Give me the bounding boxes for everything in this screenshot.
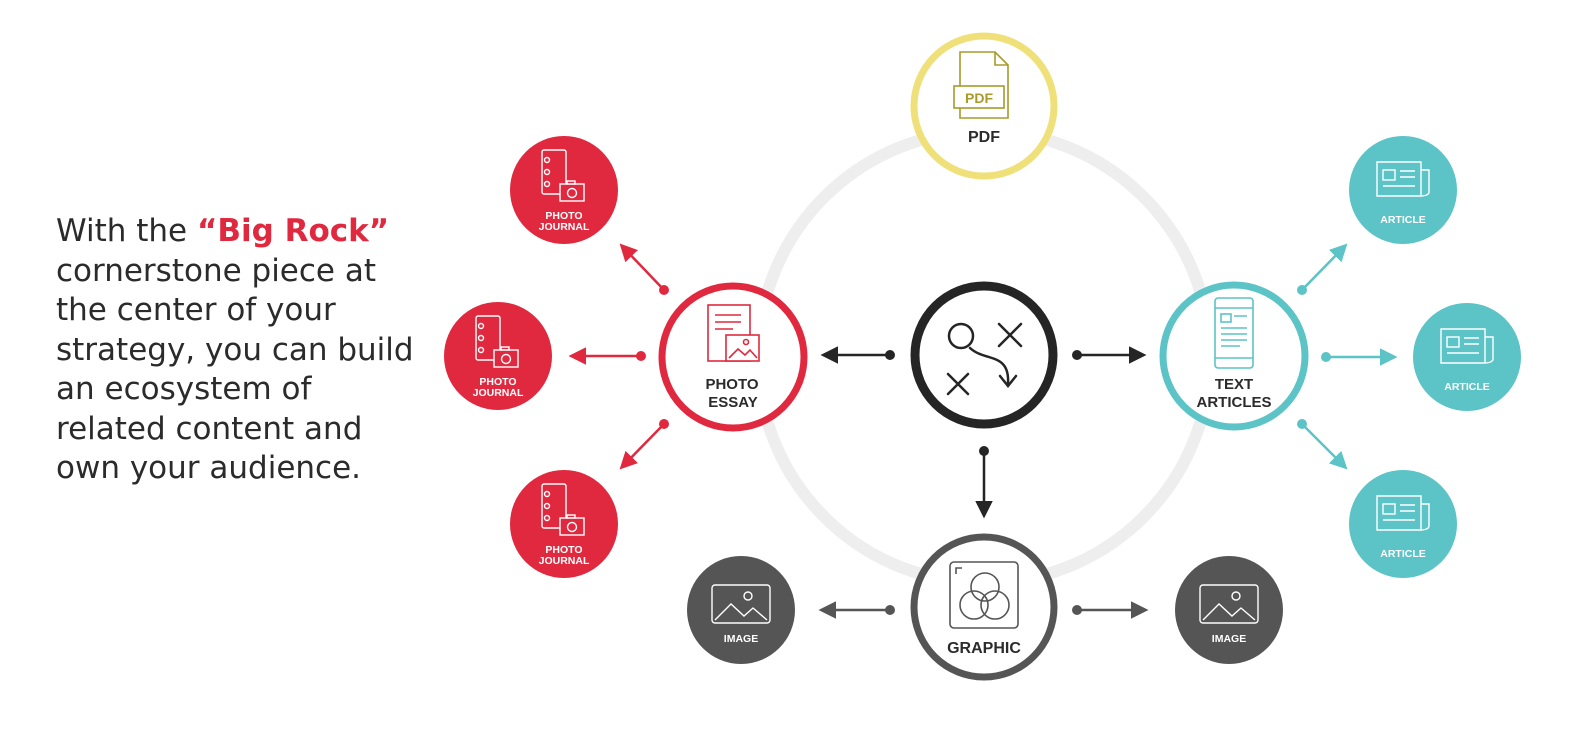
photo-journal-node: PHOTO JOURNAL — [510, 136, 618, 244]
intro-text-before: With the — [56, 213, 197, 249]
photo-journal-label-line1: PHOTO — [479, 376, 516, 388]
photo-journal-label-line2: JOURNAL — [473, 387, 524, 399]
photo-essay-label-line2: ESSAY — [708, 394, 757, 411]
photo-journal-icon — [541, 149, 585, 202]
newspaper-icon — [1440, 328, 1494, 364]
photo-journal-icon — [475, 315, 519, 368]
image-label: IMAGE — [724, 633, 758, 645]
intro-highlight: “Big Rock” — [196, 213, 390, 249]
article-node: ARTICLE — [1349, 136, 1457, 244]
graphic-node: GRAPHIC — [910, 533, 1058, 681]
photo-journal-node: PHOTO JOURNAL — [444, 302, 552, 410]
photo-journal-label-line1: PHOTO — [545, 210, 582, 222]
photo-journal-node: PHOTO JOURNAL — [510, 470, 618, 578]
center-strategy-node — [910, 281, 1058, 429]
pdf-document-icon — [953, 51, 1009, 119]
text-articles-label-line1: TEXT — [1215, 376, 1253, 393]
newspaper-icon — [1376, 161, 1430, 197]
photo-journal-icon — [541, 483, 585, 536]
article-node: ARTICLE — [1349, 470, 1457, 578]
text-articles-label-line2: ARTICLES — [1197, 394, 1272, 411]
image-label: IMAGE — [1212, 633, 1246, 645]
image-node: IMAGE — [687, 556, 795, 664]
photo-journal-label-line2: JOURNAL — [539, 555, 590, 567]
photo-journal-label-line2: JOURNAL — [539, 221, 590, 233]
venn-graphic-icon — [949, 561, 1019, 629]
graphic-label: GRAPHIC — [947, 640, 1021, 657]
article-label: ARTICLE — [1444, 381, 1490, 393]
photo-essay-icon — [707, 304, 760, 362]
graphic-connectors — [818, 601, 1149, 619]
image-node: IMAGE — [1175, 556, 1283, 664]
text-articles-connectors — [1297, 243, 1398, 470]
image-icon — [711, 584, 771, 624]
photo-essay-connectors — [568, 243, 669, 470]
pdf-icon-text: PDF — [965, 90, 993, 106]
strategy-play-icon — [946, 322, 1023, 396]
image-icon — [1199, 584, 1259, 624]
text-articles-node: TEXT ARTICLES — [1159, 281, 1309, 431]
article-label: ARTICLE — [1380, 214, 1426, 226]
photo-essay-label-line1: PHOTO — [705, 376, 758, 393]
pdf-node: PDF PDF — [910, 32, 1058, 180]
newspaper-icon — [1376, 495, 1430, 531]
intro-text-after: cornerstone piece at the center of your … — [56, 252, 414, 487]
photo-journal-label-line1: PHOTO — [545, 544, 582, 556]
mobile-article-icon — [1214, 297, 1254, 369]
intro-paragraph: With the “Big Rock” cornerstone piece at… — [56, 212, 416, 489]
article-node: ARTICLE — [1413, 303, 1521, 411]
pdf-label: PDF — [968, 129, 1000, 146]
article-label: ARTICLE — [1380, 548, 1426, 560]
center-connectors — [820, 346, 1147, 519]
photo-essay-node: PHOTO ESSAY — [658, 282, 808, 432]
